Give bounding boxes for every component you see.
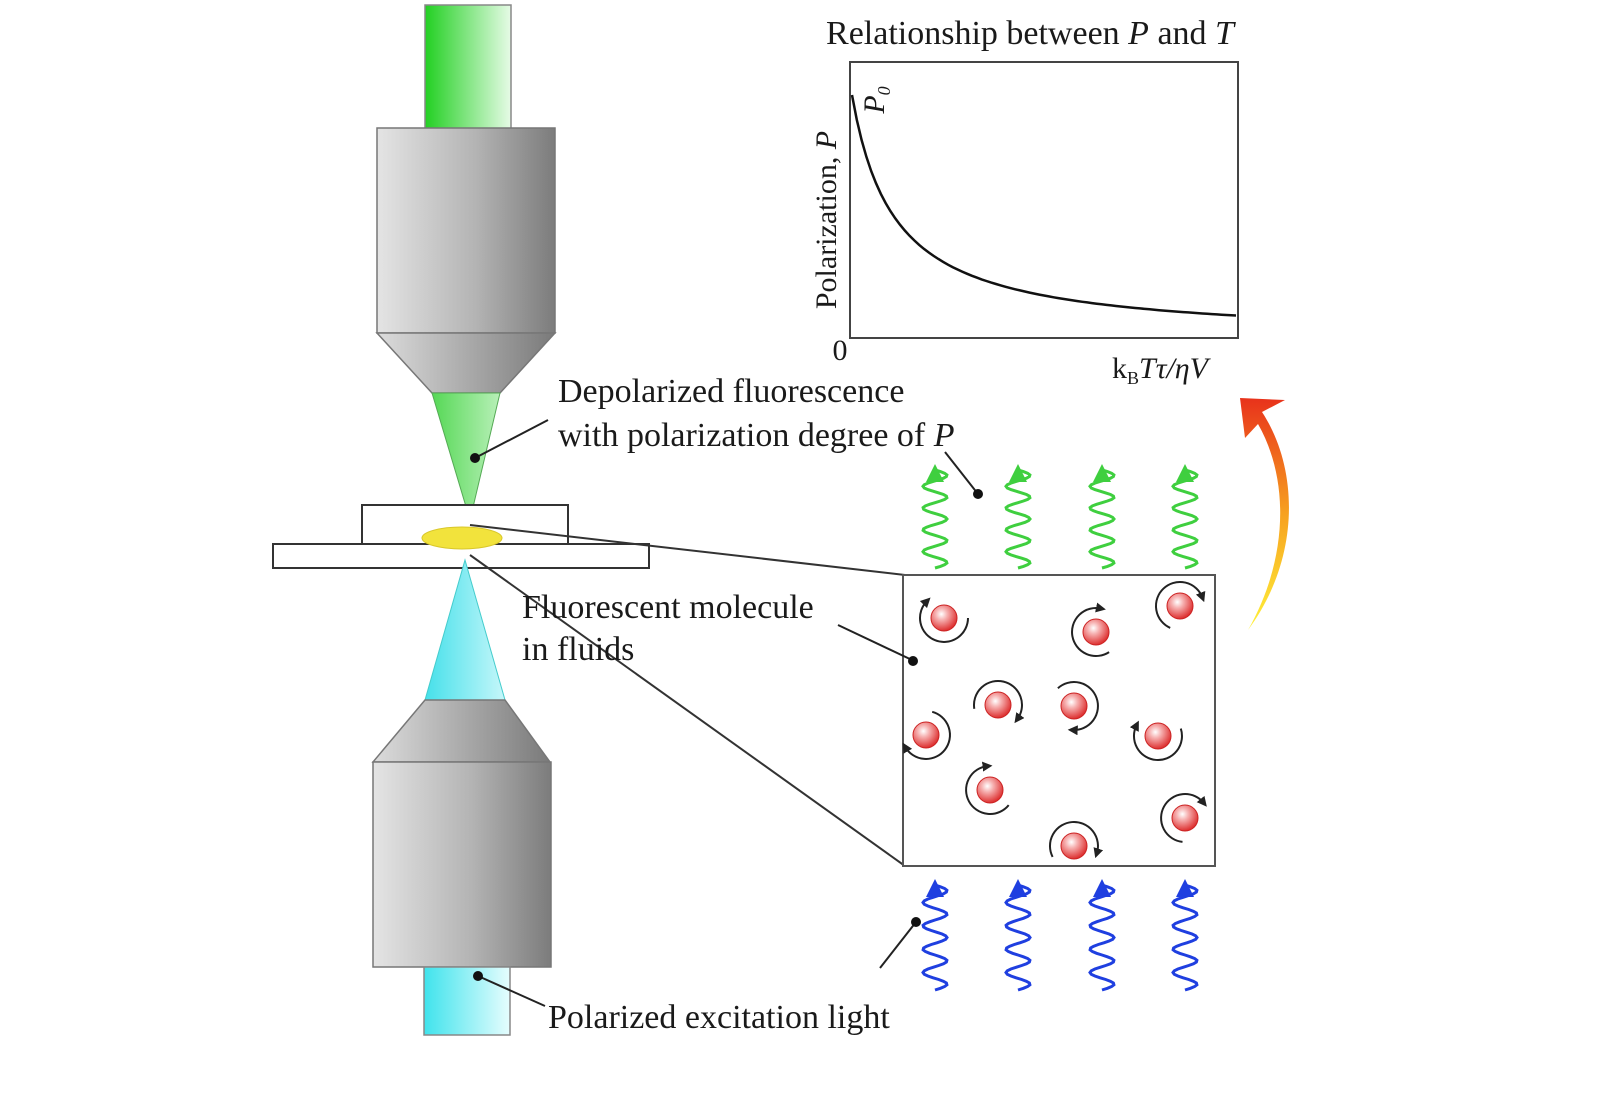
- inset-plot: Relationship between P and T Polarizatio…: [810, 15, 1239, 388]
- callout-depolarized: Depolarized fluorescence with polarizati…: [470, 373, 983, 499]
- wave-arrowhead-icon: [1176, 464, 1194, 482]
- rotation-arrow-icon: [1129, 720, 1183, 761]
- molecule-ball: [984, 691, 1012, 719]
- molecule-group: [902, 581, 1207, 860]
- rotation-arrow-icon: [1048, 821, 1104, 859]
- zoom-line-top: [469, 524, 906, 576]
- wave-line: [1004, 468, 1032, 570]
- molecule: [1071, 602, 1110, 657]
- rotation-arrow-icon: [1057, 681, 1099, 736]
- molecule-ball: [912, 721, 940, 749]
- excitation-wave-group: [921, 879, 1199, 992]
- wave-arrowhead-icon: [1093, 879, 1111, 897]
- wave-line: [1088, 468, 1116, 570]
- plot-ylabel: Polarization, P: [810, 131, 843, 309]
- label-excitation: Polarized excitation light: [548, 999, 890, 1036]
- molecule: [1057, 681, 1099, 736]
- wave-line: [1171, 883, 1199, 992]
- molecule: [965, 761, 1010, 815]
- label-fluorescent-line1: Fluorescent molecule: [522, 589, 814, 626]
- leader-excitation-waves: [879, 921, 917, 969]
- lower-objective-tip: [371, 699, 552, 763]
- lower-objective-body: [372, 761, 552, 968]
- wave-arrowhead-icon: [1009, 464, 1027, 482]
- leader-dot: [470, 453, 480, 463]
- sample-drop: [421, 526, 503, 550]
- molecule: [902, 710, 951, 760]
- rotation-arrow-icon: [972, 680, 1025, 724]
- upper-objective-body: [376, 127, 556, 334]
- rotation-arrow-icon: [1160, 793, 1207, 843]
- leader-dot: [911, 917, 921, 927]
- emission-beam-top: [424, 4, 512, 131]
- wave-line: [921, 883, 949, 992]
- wave-line: [1088, 883, 1116, 992]
- excitation-beam-bottom: [423, 966, 511, 1036]
- curved-arrow-icon: [1240, 398, 1289, 630]
- molecule-ball: [1060, 832, 1088, 860]
- lower-objective: [371, 558, 552, 1036]
- upper-objective: [375, 4, 557, 522]
- wave-arrowhead-icon: [926, 879, 944, 897]
- molecule-ball: [1166, 592, 1194, 620]
- upper-objective-tip: [375, 332, 557, 394]
- plot-frame: [849, 61, 1239, 339]
- sample-stage: [272, 504, 650, 569]
- plot-origin: 0: [833, 334, 848, 367]
- molecule-ball: [1082, 618, 1110, 646]
- plot-xlabel: kBTτ/ηV: [1112, 352, 1212, 388]
- wave-arrowhead-icon: [1176, 879, 1194, 897]
- leader-emission: [944, 451, 979, 495]
- molecule-ball: [930, 604, 958, 632]
- rotation-arrow-icon: [1071, 602, 1110, 657]
- leader-dot: [973, 489, 983, 499]
- molecule: [1160, 793, 1207, 843]
- wave-arrowhead-icon: [1009, 879, 1027, 897]
- molecule: [1129, 720, 1183, 761]
- wave-line: [1171, 468, 1199, 570]
- leader-excitation: [477, 975, 546, 1007]
- wave-arrowhead-icon: [926, 464, 944, 482]
- molecule-ball: [976, 776, 1004, 804]
- rotation-arrow-icon: [1154, 581, 1206, 629]
- emission-wave-group: [921, 464, 1199, 570]
- rotation-arrow-icon: [902, 710, 951, 760]
- excitation-cone: [424, 558, 506, 701]
- rotation-arrow-icon: [965, 761, 1010, 815]
- rotation-arrow-icon: [919, 597, 969, 643]
- molecule-ball: [1171, 804, 1199, 832]
- callout-fluorescent: Fluorescent molecule in fluids: [522, 589, 918, 668]
- molecule: [972, 680, 1025, 724]
- wave-line: [921, 468, 949, 570]
- molecule-ball: [1144, 722, 1172, 750]
- leader-dot: [473, 971, 483, 981]
- molecule: [1154, 581, 1206, 629]
- plot-p0-label: P0: [858, 86, 894, 114]
- callout-excitation: Polarized excitation light: [473, 917, 921, 1036]
- molecule: [1048, 821, 1104, 860]
- plot-title: Relationship between P and T: [826, 15, 1236, 52]
- zoom-line-bottom: [469, 554, 906, 867]
- decay-curve: [850, 94, 1237, 317]
- wave-arrowhead-icon: [1093, 464, 1111, 482]
- leader-depolarized: [474, 419, 549, 459]
- wave-line: [1004, 883, 1032, 992]
- molecule-ball: [1060, 692, 1088, 720]
- label-depolarized-line2: with polarization degree of P: [558, 417, 955, 454]
- emission-cone: [431, 392, 501, 522]
- label-depolarized-line1: Depolarized fluorescence: [558, 373, 904, 410]
- label-fluorescent-line2: in fluids: [522, 631, 634, 668]
- leader-dot: [908, 656, 918, 666]
- molecule: [919, 597, 969, 643]
- leader-fluorescent: [837, 624, 913, 661]
